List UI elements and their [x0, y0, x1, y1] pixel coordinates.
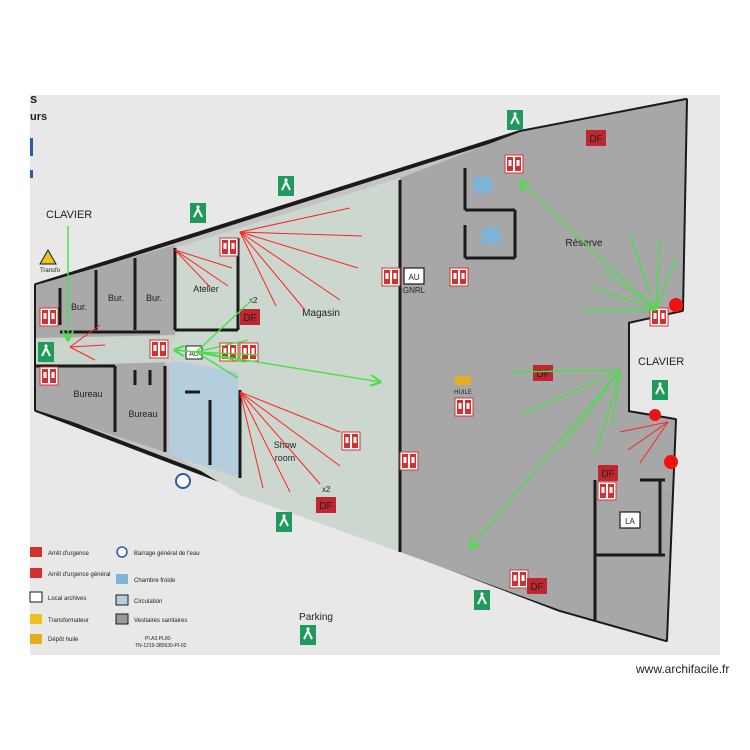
df-box-2: DF: [240, 309, 260, 325]
legend-item-7: Chambre froide: [134, 578, 176, 584]
au-label: AU: [408, 273, 419, 282]
left-offices: [36, 245, 175, 340]
df-label: DF: [319, 501, 332, 512]
room-room: room: [275, 453, 296, 463]
transfo-label: Transfo: [40, 268, 61, 274]
room-magasin: Magasin: [302, 308, 340, 319]
room-reserve: Réserve: [565, 238, 603, 249]
interior-walls: [36, 168, 665, 620]
fire-sign-12: [597, 481, 617, 501]
x2-marker-2: x2: [322, 485, 331, 494]
room-bureau-2: Bureau: [128, 409, 157, 419]
legend-item-6: Barrage général de l'eau: [134, 551, 200, 557]
cold-room-icon-1: [474, 177, 492, 193]
green-annotation-lines: [68, 182, 677, 548]
legend-item-3: Local archives: [48, 596, 86, 602]
df-label: DF: [243, 313, 256, 324]
legend-item-5: Dépôt huile: [48, 637, 79, 643]
legend-reference-2: TN-1219-380630-PI-02: [135, 643, 187, 649]
corridor: [36, 335, 175, 366]
red-dot-1: [669, 298, 683, 312]
fire-sign-4: [504, 154, 524, 174]
fire-sign-14: [649, 307, 669, 327]
left-bureaux: [36, 362, 165, 452]
red-dot-2: [649, 409, 661, 421]
legend-swatch: [30, 547, 42, 557]
df-label: DF: [589, 134, 602, 145]
la-label: LA: [625, 517, 635, 526]
huile-icon: [455, 376, 471, 385]
df-box-1: DF: [586, 130, 606, 146]
exit-sign-5: [275, 511, 293, 533]
exit-sign-6: [473, 589, 491, 611]
room-bur-3: Bur.: [146, 293, 162, 303]
cold-room-icon-2: [482, 228, 500, 244]
la-box: [619, 511, 641, 529]
red-annotation-lines: [69, 207, 669, 493]
huile-label: HUILE: [454, 390, 472, 396]
fire-sign-9: [454, 397, 474, 417]
exit-sign-1: [189, 202, 207, 224]
df-label: DF: [536, 369, 549, 380]
legend-swatch: [115, 613, 129, 625]
x2-marker-1: x2: [249, 296, 258, 305]
circulation-zone: [170, 360, 240, 478]
exit-sign-3: [506, 109, 524, 131]
watermark: www.archifacile.fr: [636, 662, 730, 676]
exit-sign-7: [651, 379, 669, 401]
legend-item-4: Transformateur: [48, 618, 89, 624]
clavier-label-right: CLAVIER: [638, 356, 684, 368]
legend-swatch: [30, 634, 42, 644]
legend-item-2: Arrêt d'urgence général: [48, 572, 111, 578]
df-label: DF: [530, 582, 543, 593]
df-box-5: DF: [598, 465, 618, 481]
exit-sign-8: [299, 624, 317, 646]
room-bureau-1: Bureau: [73, 389, 102, 399]
room-bur-1: Bur.: [71, 302, 87, 312]
fire-sign-10: [399, 451, 419, 471]
water-shutoff-icon: [175, 473, 191, 489]
legend-item-8: Circulation: [134, 599, 162, 605]
legend-swatch: [29, 591, 43, 603]
legend: Arrêt d'urgence Arrêt d'urgence général …: [29, 546, 200, 649]
legend-swatch: [30, 568, 42, 578]
df-label: DF: [601, 469, 614, 480]
fire-sign-7: [239, 342, 259, 362]
fire-sign-2: [381, 267, 401, 287]
legend-swatch: [116, 574, 128, 584]
room-show: Show: [274, 440, 297, 450]
clavier-label-left: CLAVIER: [46, 209, 92, 221]
df-box-3: DF: [533, 365, 553, 381]
fire-sign-11: [341, 431, 361, 451]
header-fragment-sub: urs: [30, 111, 47, 123]
room-bur-2: Bur.: [108, 293, 124, 303]
exit-sign-4: [37, 341, 55, 363]
fire-sign-13: [509, 569, 529, 589]
exit-sign-2: [277, 175, 295, 197]
header-blue-mark-1: [30, 138, 33, 156]
room-atelier: Atelier: [193, 284, 219, 294]
legend-reference-1: PI.A3.PL00-: [145, 636, 172, 642]
fire-sign-5: [149, 339, 169, 359]
header-blue-mark-2: [30, 170, 33, 178]
fire-sign-1: [219, 237, 239, 257]
parking-label: Parking: [299, 612, 333, 623]
fire-sign-3: [449, 267, 469, 287]
au-small-label: AU: [189, 351, 199, 358]
legend-item-9: Vestiaires sanitaires: [134, 618, 187, 624]
df-box-6: DF: [527, 578, 547, 594]
fire-sign-8: [39, 366, 59, 386]
df-box-4: DF: [316, 497, 336, 513]
fire-sign-15: [39, 307, 59, 327]
gnrl-label: GNRL: [403, 286, 426, 295]
legend-swatch: [115, 594, 129, 606]
au-box: [403, 267, 425, 285]
legend-swatch: [116, 546, 128, 558]
red-dot-3: [664, 455, 678, 469]
legend-swatch: [30, 614, 42, 624]
header-fragment: s: [30, 91, 37, 106]
legend-item-1: Arrêt d'urgence: [48, 551, 89, 557]
transfo-warning-icon: [39, 248, 57, 265]
